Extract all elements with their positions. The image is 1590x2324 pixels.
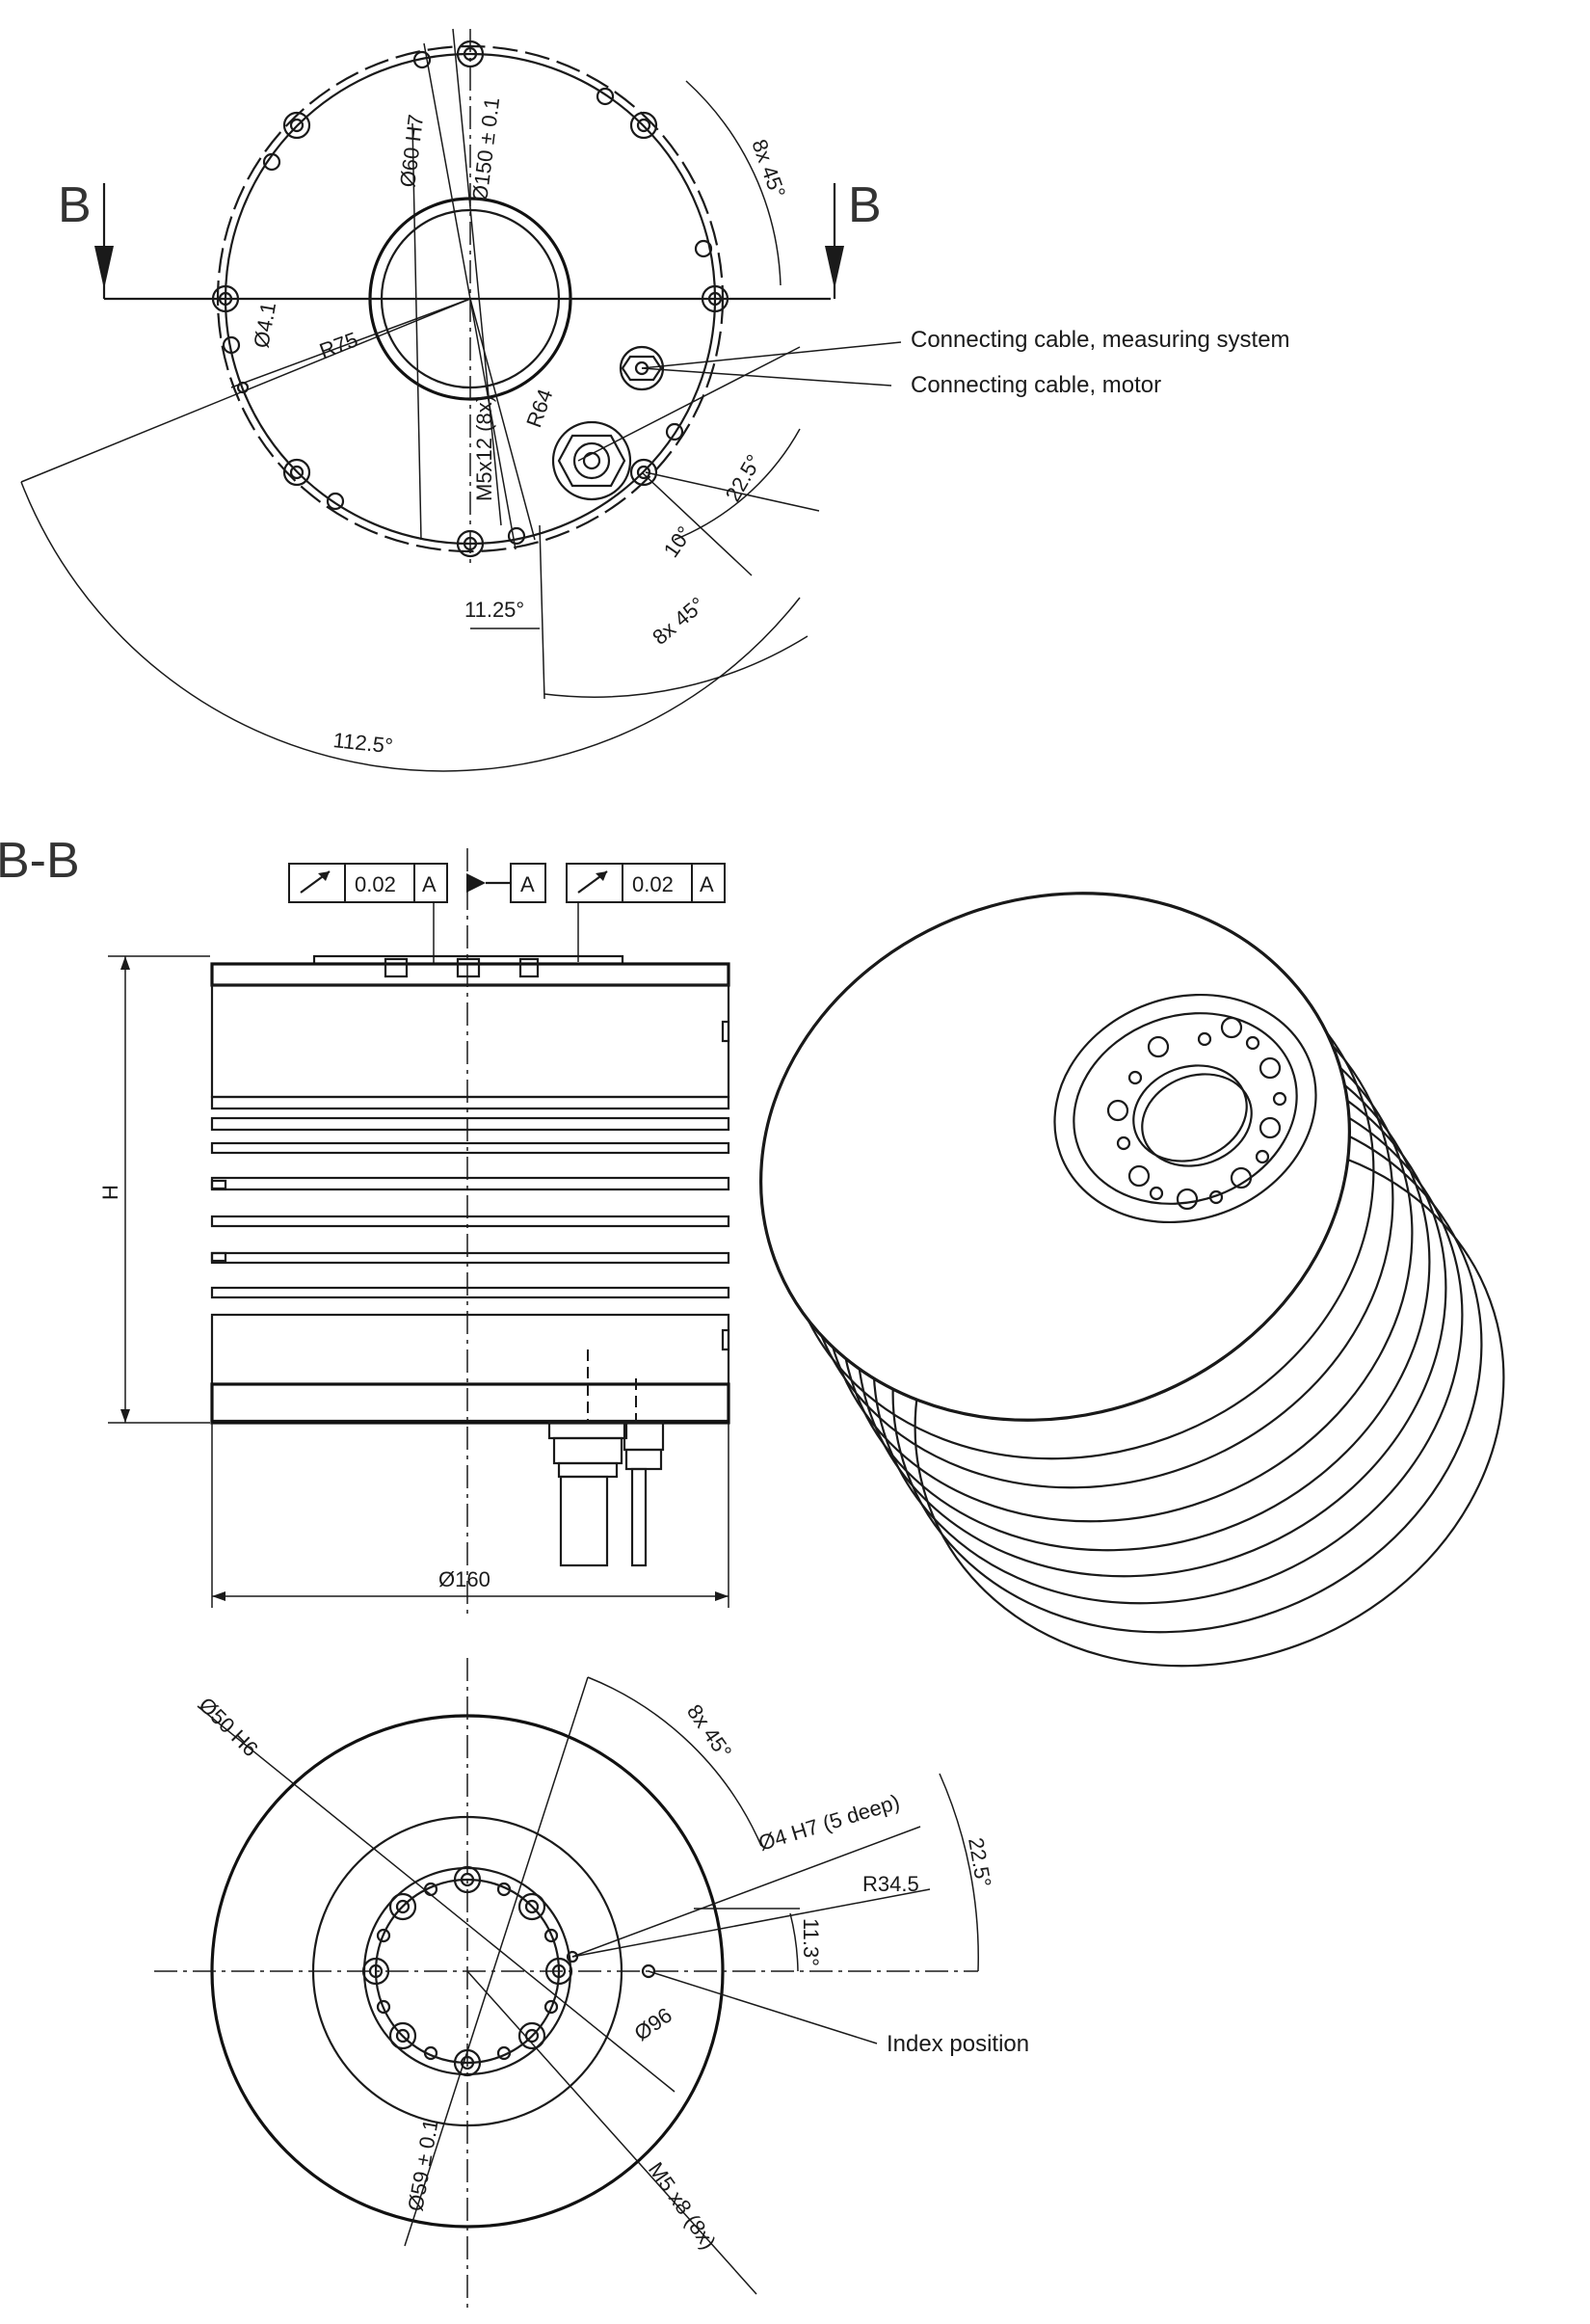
callout-index: Index position xyxy=(887,2031,1029,2057)
dim-radius-outer: R75 xyxy=(316,327,360,362)
dim-angle-bottom: 8x 45° xyxy=(648,592,709,649)
top-view: B B Ø60 H7 Ø150 ± 0.1 Ø4.1 R75 R64 M5x12… xyxy=(20,28,1290,772)
section-marker-right: B xyxy=(848,177,882,233)
bottom-bolt-holes xyxy=(361,1865,579,2077)
dim-hole: Ø4.1 xyxy=(249,301,280,350)
height-label: H xyxy=(98,1185,122,1200)
dim-angle-11: 11.3° xyxy=(799,1918,823,1966)
datum-label: A xyxy=(520,872,535,896)
dim-angle-22: 22.5° xyxy=(964,1836,996,1889)
iso-holes xyxy=(1106,1016,1287,1211)
dim-bore: Ø50 H6 xyxy=(194,1693,262,1761)
dim-angle-10: 10° xyxy=(659,521,698,562)
tol-right-datum: A xyxy=(700,872,714,896)
bottom-view: Ø50 H6 8x 45° Ø4 H7 (5 deep) R34.5 11.3°… xyxy=(154,1658,1029,2313)
dim-circle-96: Ø96 xyxy=(630,2003,676,2045)
tol-left-value: 0.02 xyxy=(355,872,396,896)
dim-bolt-circle: Ø59 ± 0.1 xyxy=(403,2118,442,2213)
dim-angle-top: 8x 45° xyxy=(747,136,790,200)
dim-radius-cable: R64 xyxy=(521,386,557,430)
callout-cable-measuring: Connecting cable, measuring system xyxy=(911,327,1290,353)
cable-gland-motor xyxy=(551,420,632,501)
dim-radius: R34.5 xyxy=(862,1872,919,1896)
callout-cable-motor: Connecting cable, motor xyxy=(911,372,1161,398)
dim-bore: Ø60 H7 xyxy=(395,113,428,188)
dim-angle-offset: 11.25° xyxy=(464,598,524,622)
dim-pin-hole: Ø4 H7 (5 deep) xyxy=(755,1790,902,1856)
tol-left-datum: A xyxy=(422,872,437,896)
bolt-holes xyxy=(211,40,729,558)
section-marker-left: B xyxy=(58,177,92,233)
diameter-label: Ø160 xyxy=(438,1567,490,1591)
tolerance-frame-right: 0.02 A xyxy=(566,863,726,962)
dim-angle-top: 8x 45° xyxy=(682,1700,736,1764)
dim-thread: M5 x8 (8x) xyxy=(644,2158,721,2254)
tolerance-frame-left: 0.02 A xyxy=(288,863,448,964)
datum-marker: A xyxy=(466,863,546,903)
dim-angle-large: 112.5° xyxy=(331,728,393,758)
section-view: B-B 0.02 A A 0.02 A xyxy=(0,833,730,1619)
dim-bolt-circle: Ø150 ± 0.1 xyxy=(467,96,504,203)
isometric-view xyxy=(759,892,1505,1668)
tol-right-value: 0.02 xyxy=(632,872,674,896)
section-title: B-B xyxy=(0,833,80,889)
dim-thread: M5x12 (8x) xyxy=(472,395,496,501)
